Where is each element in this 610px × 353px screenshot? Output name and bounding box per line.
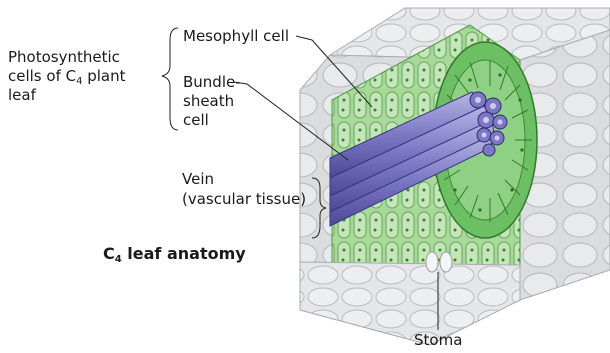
photosynthetic-cells-label-line1: Photosynthetic: [8, 48, 120, 66]
bundle-sheath-label-line2: sheath: [183, 92, 234, 110]
photosynthetic-cells-label-line2: cells of C4 plant: [8, 67, 126, 85]
stoma-label: Stoma: [414, 331, 462, 349]
vein-label-line1: Vein: [182, 170, 214, 188]
photosynthetic-cells-label-line3: leaf: [8, 86, 36, 104]
bundle-sheath-label-line1: Bundle-: [183, 73, 241, 91]
vein-label-line2: (vascular tissue): [182, 190, 306, 208]
bundle-sheath-label-line3: cell: [183, 111, 209, 129]
diagram-title: C4 leaf anatomy: [103, 244, 246, 263]
mesophyll-cell-label: Mesophyll cell: [183, 27, 289, 45]
lower-epidermis: [300, 262, 520, 345]
